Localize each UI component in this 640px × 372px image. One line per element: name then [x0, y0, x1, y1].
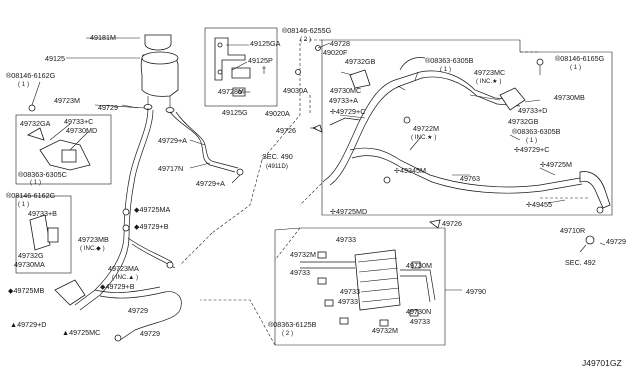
label-49729d: ▲49729+D [10, 320, 47, 329]
label-49723mb: 49723MB [78, 235, 109, 244]
label-08146-6162g-b: ®08146-6162G [6, 191, 56, 200]
part-cooler [300, 249, 436, 327]
label-49733a: 49733+A [329, 96, 358, 105]
label-49710r: 49710R [560, 226, 585, 235]
label-49725mb: ◆49725MB [8, 286, 45, 295]
label-sec-490-sub: (4911D) [266, 163, 288, 170]
box-right-hose-group [321, 39, 613, 216]
label-49725m: ✢49725M [540, 160, 572, 169]
label-49730md: 49730MD [66, 126, 97, 135]
label-08363-6305b-a-qty: ( 1 ) [440, 66, 451, 73]
labels: 49181M 49125 ®08146-6162G ( 1 ) 49723M 4… [6, 26, 626, 368]
label-49125: 49125 [45, 54, 65, 63]
label-08146-6165g-qty: ( 1 ) [570, 64, 581, 71]
label-08363-6305b-b-qty: ( 1 ) [526, 137, 537, 144]
label-49730ma: 49730MA [14, 260, 45, 269]
label-08363-6125b-qty: ( 2 ) [282, 330, 293, 337]
label-sec-490: SEC. 490 [262, 152, 293, 161]
label-49125p: 49125P [248, 56, 273, 65]
box-clip-group-left [15, 114, 112, 185]
label-49723mc: 49723MC [474, 68, 505, 77]
label-49733-4: 49733 [338, 297, 358, 306]
label-49125ga: 49125GA [250, 39, 281, 48]
label-49455: ✢49455 [526, 200, 552, 209]
label-49722m-inc: ( INC.★ ) [411, 134, 436, 141]
label-49726-a: 49726 [276, 126, 296, 135]
part-left-clips [27, 104, 91, 306]
part-right-pipes [295, 45, 611, 253]
label-49730m: 49730M [406, 261, 432, 270]
label-08146-6165g: ®08146-6165G [555, 54, 605, 63]
label-08363-6305b-b: ®08363-6305B [512, 127, 561, 136]
label-49730n: 49730N [406, 307, 431, 316]
label-49020f: 49020F [323, 48, 348, 57]
label-08146-6162g-b-qty: ( 1 ) [18, 201, 29, 208]
label-49125g: 49125G [222, 108, 248, 117]
label-49733b-a: 49733+B [28, 209, 57, 218]
label-49723mb-inc: ( INC.◆ ) [80, 245, 105, 252]
label-49729c-a: ✢49729+C [330, 107, 365, 116]
label-49729b-b: ◆49729+B [100, 282, 135, 291]
label-49733-2: 49733 [290, 268, 310, 277]
label-49733-5: 49733 [410, 317, 430, 326]
label-49729-b: 49729 [128, 306, 148, 315]
label-49725ma: ◆49725MA [134, 205, 171, 214]
label-49729a-b: 49729+A [196, 179, 225, 188]
label-08363-6305b-a: ®08363-6305B [425, 56, 474, 65]
label-49729a-a: 49729+A [158, 136, 187, 145]
label-08363-6305c-qty: ( 1 ) [30, 179, 41, 186]
label-49717n: 49717N [158, 164, 183, 173]
label-49020a: 49020A [265, 109, 290, 118]
label-49763: 49763 [460, 174, 480, 183]
label-49732gb-b: 49732GB [508, 117, 539, 126]
label-08146-6255g: ®08146-6255G [282, 26, 332, 35]
label-49732g: 49732G [18, 251, 44, 260]
diagram-code: J49701GZ [582, 358, 622, 368]
box-reservoir-bracket [204, 27, 278, 107]
label-49733-1: 49733 [336, 235, 356, 244]
label-49723ma: 49723MA [108, 264, 139, 273]
label-49729-a: 49729 [98, 103, 118, 112]
label-49790: 49790 [466, 287, 486, 296]
label-49726-b: 49726 [442, 219, 462, 228]
label-08363-6305c: ®08363-6305C [18, 170, 67, 179]
label-49733-3: 49733 [340, 287, 360, 296]
label-49729-d: 49729 [606, 237, 626, 246]
label-49729-c: 49729 [140, 329, 160, 338]
label-sec-492: SEC. 492 [565, 258, 596, 267]
label-49732m-b: 49732M [372, 326, 398, 335]
label-49730mb: 49730MB [554, 93, 585, 102]
label-49723m: 49723M [54, 96, 80, 105]
label-49730mc: 49730MC [330, 86, 361, 95]
part-reservoir [140, 34, 179, 113]
label-08146-6162g-a: ®08146-6162G [6, 71, 56, 80]
label-49181m: 49181M [90, 33, 116, 42]
label-49729c-b: ✢49729+C [514, 145, 549, 154]
label-49723ma-inc: ( INC.▲ ) [112, 274, 138, 281]
box-clip-group-lower-left [15, 195, 72, 274]
label-49733c-a: 49733+C [64, 117, 93, 126]
part-left-hoses [74, 107, 244, 342]
label-49345m: ✢49345M [394, 166, 426, 175]
label-08363-6125b: ®08363-6125B [268, 320, 317, 329]
label-49728m: 49728M [218, 87, 244, 96]
label-49729b-a: ◆49729+B [134, 222, 169, 231]
label-08146-6162g-a-qty: ( 1 ) [18, 81, 29, 88]
part-reservoir-bracket [214, 37, 266, 97]
label-49732m-a: 49732M [290, 250, 316, 259]
label-49725md: ✢49725MD [330, 207, 367, 216]
label-49723mc-inc: ( INC.★ ) [476, 78, 501, 85]
label-49733d: 49733+D [518, 106, 547, 115]
label-49732ga: 49732GA [20, 119, 51, 128]
label-49725mc: ▲49725MC [62, 328, 100, 337]
label-49722m: 49722M [413, 124, 439, 133]
label-08146-6255g-qty: ( 2 ) [300, 36, 311, 43]
leader-lines [31, 37, 606, 246]
label-49030a: 49030A [283, 86, 308, 95]
label-49728: 49728 [330, 39, 350, 48]
dashed-connections [179, 39, 590, 346]
label-49732gb-a: 49732GB [345, 57, 376, 66]
